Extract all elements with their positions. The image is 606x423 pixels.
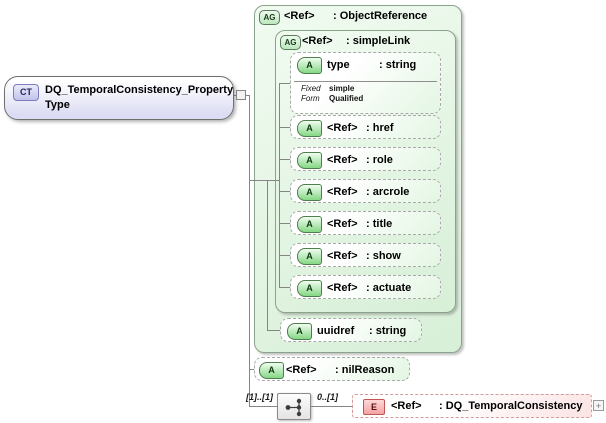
element-type-label: : DQ_TemporalConsistency xyxy=(439,400,583,412)
complex-type-title: DQ_TemporalConsistency_Property Type xyxy=(45,83,233,113)
connector-line xyxy=(279,223,290,224)
attribute-role[interactable]: A <Ref> : role xyxy=(290,147,441,171)
attribute-title[interactable]: A <Ref> : title xyxy=(290,211,441,235)
attribute-datatype: : actuate xyxy=(366,282,412,294)
group-ref-label: <Ref> xyxy=(284,10,315,22)
connector-line xyxy=(267,330,280,331)
facet-label-fixed: Fixed xyxy=(301,84,321,93)
attribute-icon: A xyxy=(287,323,312,340)
attribute-uuidref[interactable]: A uuidref : string xyxy=(280,318,422,342)
attribute-group-icon: AG xyxy=(259,10,280,25)
attribute-show[interactable]: A <Ref> : show xyxy=(290,243,441,267)
attribute-datatype: : string xyxy=(369,325,407,337)
group-type-label: : ObjectReference xyxy=(333,10,428,22)
attribute-datatype: : string xyxy=(379,59,417,71)
expand-handle[interactable]: + xyxy=(593,400,604,411)
attribute-name: <Ref> xyxy=(327,282,358,294)
attribute-name: type xyxy=(327,59,350,71)
connector-line xyxy=(279,191,290,192)
attribute-name: uuidref xyxy=(317,325,355,337)
attribute-arcrole[interactable]: A <Ref> : arcrole xyxy=(290,179,441,203)
attribute-name: <Ref> xyxy=(327,250,358,262)
attribute-icon: A xyxy=(297,57,322,74)
attribute-type[interactable]: A type : string Fixed simple Form Qualif… xyxy=(290,52,441,114)
connector-line xyxy=(279,159,290,160)
cardinality-source-label: [1]..[1] xyxy=(246,392,273,402)
attribute-icon: A xyxy=(297,248,322,265)
attribute-datatype: : show xyxy=(366,250,401,262)
connector-line xyxy=(279,127,290,128)
connector-line xyxy=(279,83,280,287)
sequence-compositor-icon[interactable] xyxy=(277,393,311,420)
element-ref-label: <Ref> xyxy=(391,400,422,412)
attribute-href[interactable]: A <Ref> : href xyxy=(290,115,441,139)
attribute-icon: A xyxy=(297,152,322,169)
connector-line xyxy=(279,255,290,256)
collapse-handle[interactable] xyxy=(236,90,246,100)
attribute-actuate[interactable]: A <Ref> : actuate xyxy=(290,275,441,299)
connector-line xyxy=(249,406,277,407)
attribute-icon: A xyxy=(297,120,322,137)
connector-line xyxy=(311,406,352,407)
connector-line xyxy=(267,180,268,330)
attribute-datatype: : role xyxy=(366,154,393,166)
group-type-label: : simpleLink xyxy=(346,35,411,47)
attribute-name: <Ref> xyxy=(327,186,358,198)
attribute-datatype: : nilReason xyxy=(335,364,395,376)
attribute-name: <Ref> xyxy=(286,364,317,376)
attribute-datatype: : href xyxy=(366,122,394,134)
attribute-datatype: : title xyxy=(366,218,393,230)
connector-trunk-line xyxy=(249,95,250,407)
connector-line xyxy=(249,180,279,181)
attribute-icon: A xyxy=(297,216,322,233)
facet-value-form: Qualified xyxy=(329,94,364,103)
attribute-nilreason[interactable]: A <Ref> : nilReason xyxy=(254,357,410,381)
attribute-name: <Ref> xyxy=(327,154,358,166)
cardinality-target-label: 0..[1] xyxy=(317,392,339,402)
attribute-icon: A xyxy=(259,362,284,379)
attribute-group-icon: AG xyxy=(280,35,301,50)
element-dq-temporal-consistency[interactable]: E <Ref> : DQ_TemporalConsistency xyxy=(352,394,592,418)
attribute-name: <Ref> xyxy=(327,218,358,230)
group-ref-label: <Ref> xyxy=(302,35,333,47)
title-line-1: DQ_TemporalConsistency_Property xyxy=(45,84,234,96)
facet-label-form: Form xyxy=(301,94,320,103)
element-icon: E xyxy=(363,399,385,415)
sequence-glyph xyxy=(285,398,302,417)
attribute-icon: A xyxy=(297,184,322,201)
complex-type-node[interactable]: CT DQ_TemporalConsistency_Property Type xyxy=(4,76,234,120)
title-line-2: Type xyxy=(45,99,70,111)
facet-divider xyxy=(294,81,437,82)
attribute-icon: A xyxy=(297,280,322,297)
connector-line xyxy=(249,369,254,370)
connector-line xyxy=(279,287,290,288)
attribute-name: <Ref> xyxy=(327,122,358,134)
facet-value-fixed: simple xyxy=(329,84,355,93)
attribute-datatype: : arcrole xyxy=(366,186,410,198)
complex-type-icon: CT xyxy=(13,84,39,101)
connector-line xyxy=(279,83,290,84)
